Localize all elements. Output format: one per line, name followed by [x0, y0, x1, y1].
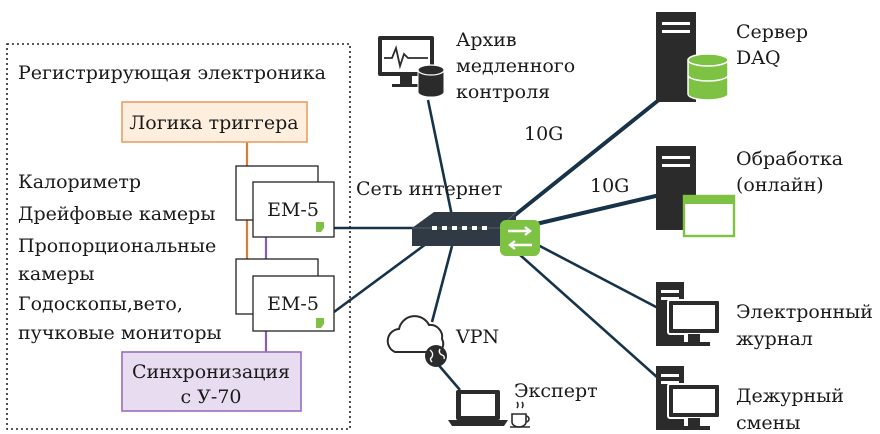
em5-module-2: EM-5	[235, 258, 335, 332]
detector-label-calorimeter: Калориметр	[18, 171, 141, 193]
module-2-status-icon	[316, 318, 324, 328]
switch-arrows-icon	[500, 220, 540, 256]
em5-module-1-label: EM-5	[267, 199, 319, 221]
shift-label-line1: Дежурный	[736, 385, 844, 407]
sync-box-line1: Синхронизация	[132, 361, 290, 383]
link-hub-processing	[535, 193, 661, 226]
link-hub-shift	[509, 245, 659, 379]
daq-server-label-line2: DAQ	[736, 47, 781, 69]
link-hub-ejournal	[535, 242, 659, 310]
electronics-panel-title: Регистрирующая электроника	[18, 62, 326, 84]
network-links	[333, 93, 667, 391]
vpn-label: VPN	[455, 326, 499, 348]
server-with-window-icon	[656, 146, 736, 238]
archive-label-line3: контроля	[456, 81, 550, 103]
trigger-logic-label: Логика триггера	[129, 112, 298, 134]
laptop-icon	[448, 390, 508, 426]
link-speed-label-daq: 10G	[524, 123, 563, 145]
detector-label-hodoscopes: Годоскопы,вето,	[18, 293, 183, 315]
electronics-panel-border	[6, 43, 351, 430]
trigger-logic-box	[121, 101, 308, 143]
detector-label-chambers: камеры	[18, 263, 95, 285]
electronics-panel: Регистрирующая электроника Логика тригге…	[6, 43, 351, 430]
server-with-database-icon	[656, 12, 729, 102]
archive-label-line2: медленного	[456, 55, 575, 77]
cloud-globe-icon	[386, 315, 447, 367]
link-module2-hub	[333, 239, 431, 314]
network-hub-label: Сеть интернет	[356, 178, 502, 200]
detector-label-proportional: Пропорциональные	[18, 235, 216, 257]
module-1-status-icon	[316, 222, 324, 232]
workstation-icon	[656, 366, 721, 430]
ejournal-label-line2: журнал	[736, 328, 813, 350]
detector-label-drift-chambers: Дрейфовые камеры	[18, 203, 215, 225]
monitor-with-database-icon	[378, 36, 445, 98]
daq-server-label-line1: Сервер	[736, 21, 808, 43]
detector-label-beam-monitors: пучковые мониторы	[18, 322, 222, 344]
shift-label-line2: смены	[736, 412, 800, 434]
ejournal-label-line1: Электронный	[736, 301, 873, 323]
network-switch	[412, 211, 540, 256]
link-vpn-expert	[435, 361, 461, 391]
em5-module-1: EM-5	[235, 165, 335, 238]
coffee-cup-icon	[510, 401, 530, 428]
workstation-icon	[656, 282, 721, 346]
link-archive-hub	[426, 99, 454, 217]
link-hub-vpn	[430, 245, 454, 323]
processing-label-line1: Обработка	[736, 148, 843, 170]
sync-box	[121, 351, 302, 412]
link-speed-label-processing: 10G	[590, 175, 629, 197]
archive-label-line1: Архив	[456, 29, 517, 51]
expert-label: Эксперт	[514, 380, 598, 402]
sync-box-line2: с У-70	[180, 386, 241, 408]
processing-label-line2: (онлайн)	[736, 174, 824, 196]
em5-module-2-label: EM-5	[267, 293, 319, 315]
link-hub-daq	[508, 93, 667, 221]
